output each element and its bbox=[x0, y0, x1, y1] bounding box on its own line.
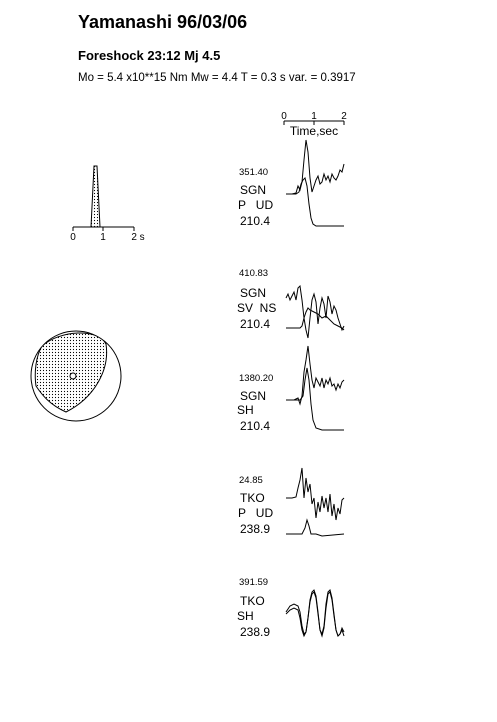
station-5-amplitude: 391.59 bbox=[239, 577, 268, 588]
stf-tick-label-2: 2 s bbox=[131, 232, 144, 243]
synthetic-waveform-3 bbox=[286, 367, 344, 431]
station-4-name: TKO bbox=[240, 491, 265, 505]
source-parameters: Mo = 5.4 x10**15 Nm Mw = 4.4 T = 0.3 s v… bbox=[78, 72, 356, 84]
focal-mechanism-beachball bbox=[30, 330, 122, 422]
station-4-azimuth: 238.9 bbox=[240, 522, 270, 536]
station-1-name: SGN bbox=[240, 183, 266, 197]
compressional-quadrant bbox=[34, 332, 108, 413]
source-time-function: 0 1 2 s bbox=[70, 165, 145, 243]
stf-tick-label-0: 0 bbox=[70, 232, 76, 243]
figure-title: Yamanashi 96/03/06 bbox=[78, 12, 248, 32]
synthetic-waveform-2 bbox=[286, 307, 345, 331]
event-subtitle: Foreshock 23:12 Mj 4.5 bbox=[78, 48, 221, 63]
station-3-amplitude: 1380.20 bbox=[239, 373, 273, 384]
station-2-component: SV NS bbox=[237, 301, 276, 315]
observed-waveform-3 bbox=[286, 345, 345, 406]
time-tick-label-2: 2 bbox=[341, 111, 347, 122]
station-2-azimuth: 210.4 bbox=[240, 317, 270, 331]
synthetic-waveform-1 bbox=[286, 177, 344, 227]
station-1-azimuth: 210.4 bbox=[240, 214, 270, 228]
station-2-name: SGN bbox=[240, 286, 266, 300]
time-tick-label-1: 1 bbox=[311, 111, 317, 122]
waveforms bbox=[285, 139, 345, 638]
station-2-amplitude: 410.83 bbox=[239, 268, 268, 279]
observed-waveform-5 bbox=[285, 589, 345, 637]
station-5-component: SH bbox=[237, 609, 254, 623]
observed-waveform-1 bbox=[286, 139, 345, 195]
time-tick-label-0: 0 bbox=[281, 111, 287, 122]
station-5-name: TKO bbox=[240, 594, 265, 608]
station-4-component: P UD bbox=[238, 506, 273, 520]
station-3-azimuth: 210.4 bbox=[240, 419, 270, 433]
time-axis: 0 1 2 Time,sec bbox=[281, 111, 347, 138]
station-3-component: SH bbox=[237, 403, 254, 417]
station-1-component: P UD bbox=[238, 198, 273, 212]
time-axis-label: Time,sec bbox=[290, 124, 338, 138]
observed-waveform-2 bbox=[285, 284, 345, 339]
station-1-amplitude: 351.40 bbox=[239, 167, 268, 178]
stf-tick-label-1: 1 bbox=[100, 232, 106, 243]
station-5-azimuth: 238.9 bbox=[240, 625, 270, 639]
station-4-amplitude: 24.85 bbox=[239, 475, 263, 486]
station-3-name: SGN bbox=[240, 389, 266, 403]
synthetic-waveform-5 bbox=[285, 591, 345, 638]
synthetic-waveform-4 bbox=[286, 518, 345, 537]
station-labels: 351.40 SGN P UD 210.4 410.83 SGN SV NS 2… bbox=[237, 167, 276, 639]
focal-sphere-outline bbox=[30, 330, 122, 422]
source-time-function-pulse bbox=[90, 165, 101, 228]
station-marker bbox=[69, 372, 77, 380]
observed-waveform-4 bbox=[286, 467, 345, 521]
